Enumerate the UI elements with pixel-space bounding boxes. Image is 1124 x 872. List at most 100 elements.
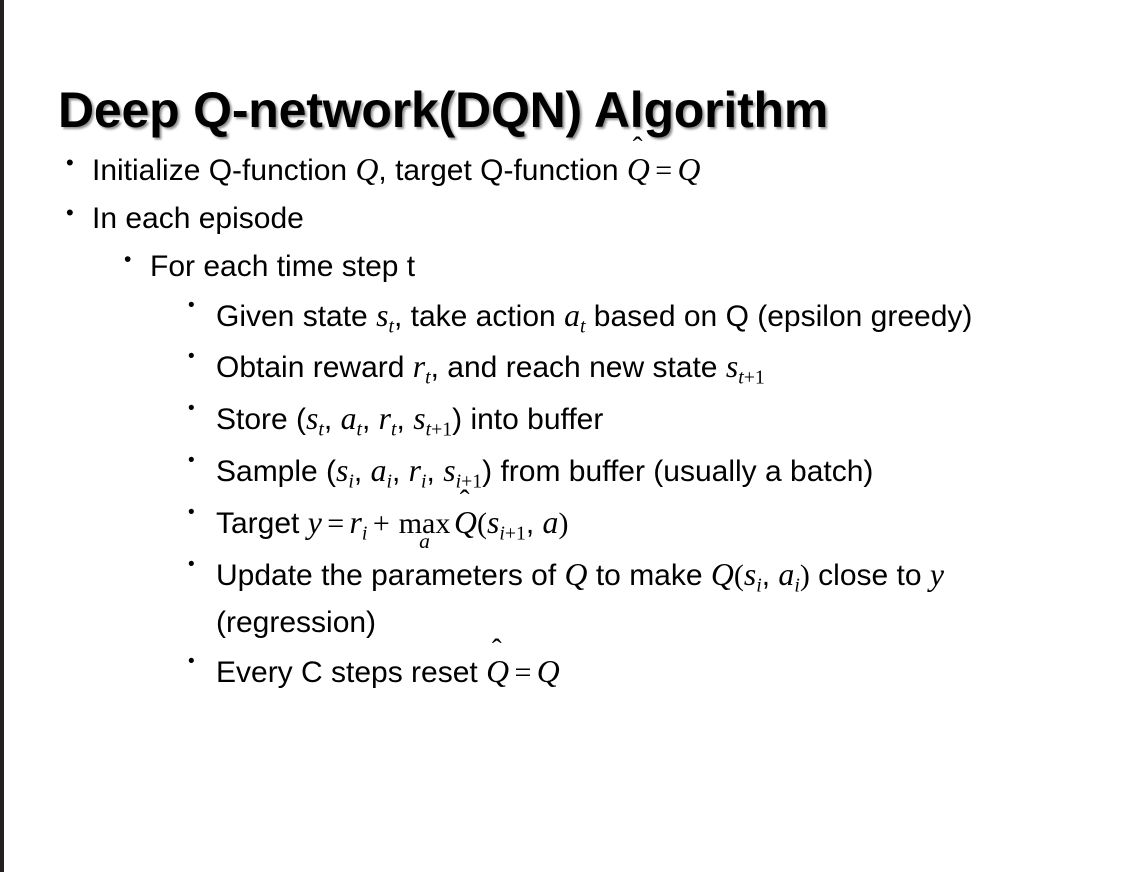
math-subscript: t — [579, 315, 586, 338]
bullet-text-run: to make — [587, 558, 711, 592]
bullet-item-level-1: •In each episode — [0, 196, 1124, 242]
math-variable: a — [542, 504, 559, 540]
bullet-dot-icon: • — [66, 150, 74, 175]
math-subscript: t — [391, 418, 397, 441]
math-variable: r — [349, 504, 362, 540]
math-term: rt — [412, 349, 431, 389]
math-subscript: i — [386, 470, 393, 493]
math-subscript: i — [794, 574, 800, 597]
bullet-item-level-3: •Given state st, take action at based on… — [0, 292, 1124, 342]
bullet-text-run: , — [323, 403, 341, 437]
bullet-dot-icon: • — [188, 346, 195, 368]
math-paren: ) — [558, 506, 569, 540]
bullet-item-text: Initialize Q-function Q, target Q-functi… — [92, 132, 1124, 194]
bullet-text-run: (regression) — [216, 606, 377, 640]
math-variable: a — [778, 556, 795, 592]
bullet-text-run: , take action — [393, 299, 565, 333]
math-variable: a — [340, 401, 357, 437]
math-subscript: t — [388, 315, 394, 338]
bullet-text-run: Store ( — [216, 403, 307, 437]
bullet-text-run: Every C steps reset — [216, 655, 487, 689]
math-term: ri — [349, 504, 368, 545]
math-variable: Q — [564, 556, 588, 592]
math-term: at — [564, 297, 585, 338]
math-hat-accent: ˆ — [491, 634, 502, 667]
math-hat-accent: ˆ — [632, 132, 643, 165]
bullet-dot-icon: • — [188, 553, 195, 575]
math-term: ai — [778, 556, 799, 597]
math-variable: a — [370, 452, 387, 488]
bullet-item-text: Update the parameters of Q to make Q(si,… — [216, 551, 1116, 646]
bullet-dot-icon: • — [188, 449, 195, 471]
bullet-text-run: For each time step t — [150, 249, 416, 283]
math-variable: Q — [677, 152, 701, 187]
bullet-text-run: , — [396, 403, 414, 437]
bullet-dot-icon: • — [188, 650, 195, 672]
bullet-text-run: Obtain reward — [216, 351, 413, 385]
math-term: st+1 — [726, 349, 765, 389]
math-term: si — [743, 556, 762, 597]
math-variable: a — [564, 297, 580, 333]
bullet-item-text: Obtain reward rt, and reach new state st… — [216, 343, 1116, 393]
math-paren: ) — [799, 558, 810, 592]
math-subscript: t+1 — [425, 418, 453, 441]
bullet-text-run: , — [361, 403, 379, 437]
math-variable: s — [336, 452, 349, 488]
bullet-text-run: , — [426, 454, 444, 488]
bullet-item-level-2: • For each time step t — [0, 244, 1124, 290]
math-variable: y — [929, 556, 944, 592]
math-variable: r — [378, 401, 392, 437]
bullet-item-text: Sample (si, ai, ri, si+1) from buffer (u… — [216, 447, 1116, 497]
math-variable: s — [743, 556, 757, 592]
bullet-dot-icon: • — [124, 247, 132, 271]
math-subscript: t — [356, 418, 362, 441]
math-term: si+1 — [486, 504, 526, 545]
bullet-dot-icon: • — [188, 398, 195, 420]
math-variable: s — [306, 401, 319, 437]
bullet-text-run: close to — [809, 558, 930, 592]
math-variable: s — [443, 452, 456, 488]
bullet-dot-icon: • — [188, 501, 195, 523]
bullet-item-text: Store (st, at, rt, st+1) into buffer — [216, 395, 1116, 445]
math-variable: Q — [710, 556, 734, 592]
bullet-item-text: In each episode — [92, 196, 1124, 242]
math-variable: s — [486, 504, 500, 540]
bullet-dot-icon: • — [188, 294, 195, 316]
bullet-text-run: ) from buffer (usually a batch) — [482, 454, 874, 488]
math-variable: s — [376, 297, 389, 333]
math-term: rt — [378, 401, 397, 441]
math-operator: + — [372, 506, 390, 540]
math-variable: r — [412, 349, 426, 385]
bullet-text-run: , and reach new state — [430, 351, 726, 385]
math-subscript: i+1 — [499, 522, 526, 545]
math-operator: = — [327, 506, 345, 540]
math-term: si — [336, 452, 354, 493]
math-term: st — [376, 297, 394, 338]
math-subscript: i — [361, 522, 368, 545]
math-hat-accent: ˆ — [459, 485, 470, 518]
bullet-item-level-3: • Sample (si, ai, ri, si+1) from buffer (… — [0, 447, 1124, 497]
math-term: at — [340, 401, 362, 441]
bullet-text-run: , — [525, 506, 543, 540]
bullet-text-run: Target — [216, 506, 308, 540]
bullet-text-run: , — [761, 558, 779, 592]
math-term: st — [306, 401, 324, 441]
bullet-text-run: Given state — [216, 299, 377, 333]
bullet-item-text: For each time step t — [150, 244, 1124, 290]
math-subscript: i+1 — [455, 470, 483, 493]
bullet-item-level-3: •Update the parameters of Q to make Q(si… — [0, 551, 1124, 646]
math-subscript: t — [425, 367, 431, 390]
math-subscript: i — [348, 470, 354, 493]
bullet-text-run: Initialize Q-function — [92, 154, 356, 187]
bullet-item-level-3: • Obtain reward rt, and reach new state s… — [0, 343, 1124, 393]
bullet-item-level-1: • Initialize Q-function Q, target Q-funct… — [0, 132, 1124, 194]
slide-left-edge-bar — [0, 0, 4, 872]
bullet-text-run: , — [392, 454, 409, 488]
